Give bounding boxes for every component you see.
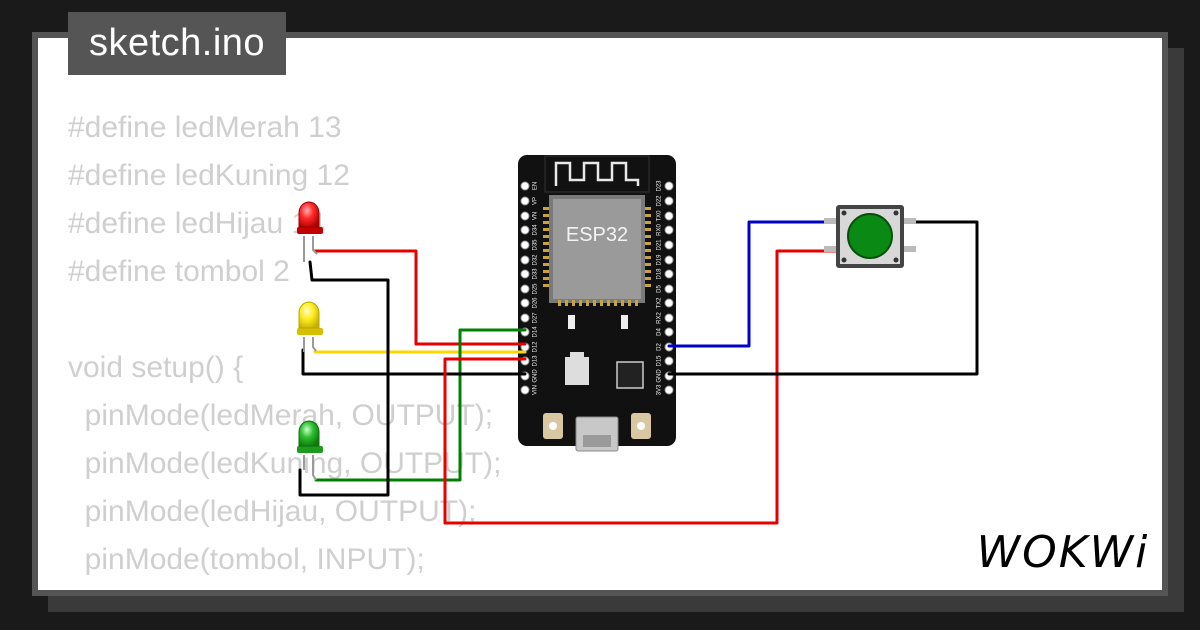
pin-label: D12 [533,341,539,353]
pin-label: GND [533,369,539,383]
pin-label: D27 [533,312,539,324]
pin-label: D22 [657,195,663,207]
wire-button-blue [667,220,845,348]
code-line: void setup() { [68,351,244,384]
pin-label: EN [533,182,539,190]
wokwi-logo: WOKWi [977,527,1150,578]
esp32-board-icon[interactable]: ESP32 ENVPVND34D35D32D33D25D26D27D14D12D… [518,155,676,452]
pin-label: D2 [657,343,663,351]
led-green-icon[interactable] [297,420,323,481]
pin-label: TX2 [657,297,663,309]
led-red-icon[interactable] [297,201,323,262]
code-line: pinMode(ledMerah, OUTPUT); [68,399,494,432]
code-line: #define ledKuning 12 [68,159,350,192]
pin-label: VP [533,197,539,205]
code-panel: #define ledMerah 13 #define ledKuning 12 #… [38,38,1162,590]
wire-button-red [443,249,845,525]
pin-label: RX0 [657,224,663,236]
pin-label: VIN [533,385,539,395]
pin-label: D25 [533,283,539,295]
pin-label: D5 [657,285,663,293]
code-line: #define ledMerah 13 [68,111,342,144]
pushbutton-icon[interactable] [824,205,916,268]
pin-label: D32 [533,254,539,266]
pin-label: D18 [657,268,663,280]
file-title-badge: sketch.ino [68,12,286,75]
wire-red-led-signal [313,249,527,346]
pin-label: D15 [657,355,663,367]
pin-label: TX0 [657,210,663,222]
pin-label: VN [533,212,539,220]
pin-label: D19 [657,254,663,266]
pin-label: GND [657,369,663,383]
code-line: #define ledHijau 14 [68,207,325,240]
pin-label: D14 [533,326,539,338]
pin-label: D13 [533,355,539,367]
wire-button-ground [667,220,979,376]
code-editor[interactable]: #define ledMerah 13 #define ledKuning 12 #… [68,104,502,590]
wire-ground-yellow-led [301,348,527,376]
pin-label: D35 [533,239,539,251]
pin-label: D26 [533,297,539,309]
pin-label: D34 [533,224,539,236]
pin-label: D23 [657,180,663,192]
pin-label: 3V3 [657,384,663,395]
pin-label: D21 [657,239,663,251]
code-line: #define tombol 2 [68,255,290,288]
code-line: pinMode(tombol, INPUT); [68,543,425,576]
pin-label: RX2 [657,312,663,324]
code-line: pinMode(ledHijau, OUTPUT); [68,495,477,528]
pin-label: D33 [533,268,539,280]
board-label: ESP32 [566,224,628,246]
pin-label: D4 [657,328,663,336]
wire-ground-red-led [298,260,390,497]
led-yellow-icon[interactable] [297,301,323,352]
